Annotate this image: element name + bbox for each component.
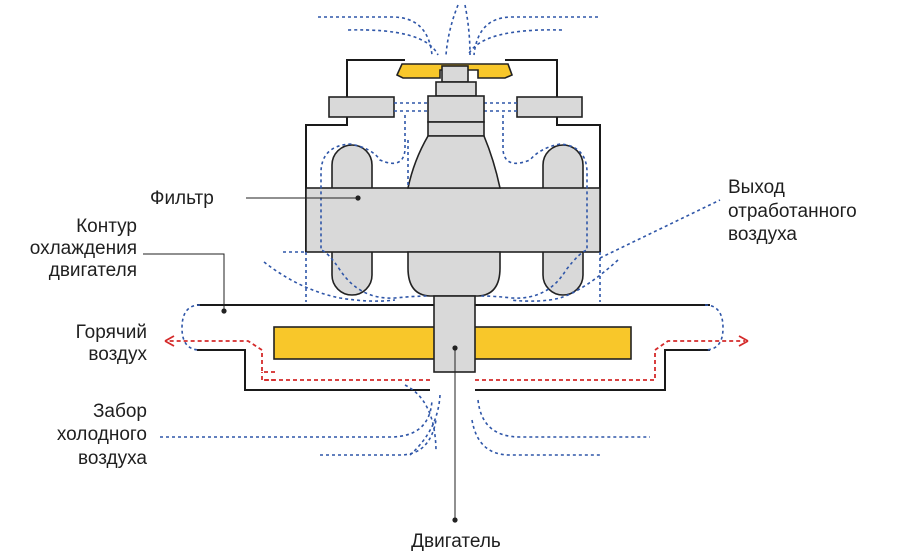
motor-top-section-2 xyxy=(427,95,485,123)
label-hot-air-line-1: Горячий xyxy=(76,322,147,343)
motor-body-lower xyxy=(407,251,501,297)
label-filter: Фильтр xyxy=(150,188,214,209)
top-yellow-cap xyxy=(395,63,514,79)
label-cooling-line-3: двигателя xyxy=(49,260,137,281)
hot-air-paths xyxy=(164,335,749,381)
label-intake-line-3: воздуха xyxy=(78,448,147,469)
label-motor: Двигатель xyxy=(411,531,501,552)
label-exhaust-line-3: воздуха xyxy=(728,224,797,245)
motor-top-section-1 xyxy=(435,81,477,97)
filter-block xyxy=(305,187,601,253)
motor-shaft xyxy=(433,295,476,373)
label-cooling-line-2: охлаждения xyxy=(30,238,137,259)
motor-bell xyxy=(407,135,501,189)
label-intake-line-1: Забор xyxy=(93,401,147,422)
label-cooling-line-1: Контур xyxy=(76,216,137,237)
right-side-block xyxy=(516,96,583,118)
label-exhaust-line-1: Выход xyxy=(728,177,785,198)
motor-top-section-3 xyxy=(427,121,485,137)
base-housing xyxy=(181,304,724,391)
top-neck xyxy=(441,65,469,83)
cooling-circuit-paths xyxy=(263,115,721,302)
label-hot-air-line-2: воздух xyxy=(88,344,147,365)
label-intake-line-2: холодного xyxy=(57,424,147,445)
left-side-block xyxy=(328,96,395,118)
cold-air-intake xyxy=(160,384,650,456)
top-air-inflow xyxy=(318,4,598,56)
label-exhaust-line-2: отработанного xyxy=(728,201,857,222)
